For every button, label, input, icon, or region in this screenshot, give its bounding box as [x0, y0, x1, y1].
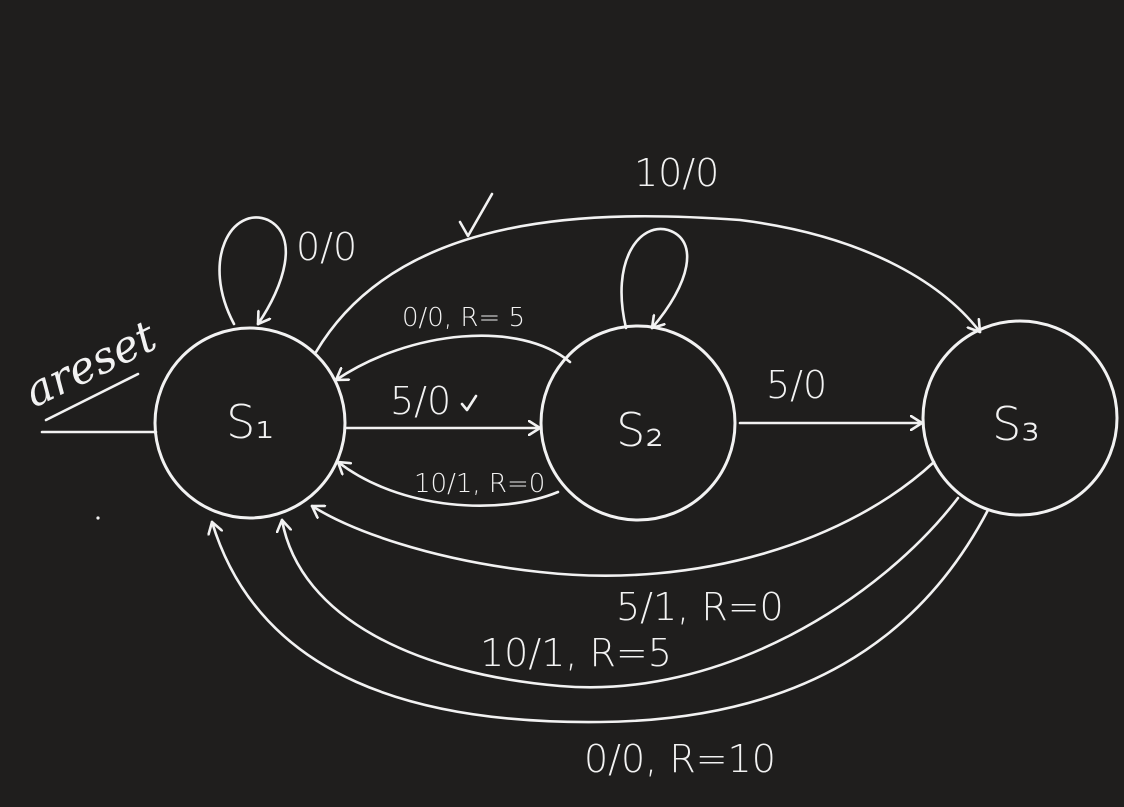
reset-label: areset — [16, 311, 164, 418]
transition-label: 0/0, R= 5 — [402, 303, 525, 333]
transition-s2-s3: 5/0 — [738, 363, 924, 423]
transition-s2-s1-top: 0/0, R= 5 — [334, 303, 572, 382]
state-s2: S₂ — [539, 324, 737, 522]
transition-label: 0/0 — [296, 225, 357, 269]
state-label: S₃ — [992, 397, 1040, 451]
transition-s1-s2: 5/0 — [344, 379, 542, 428]
transition-label: 0/0, R=10 — [584, 737, 776, 781]
state-circle — [153, 326, 347, 520]
transition-label: 10/1, R=0 — [414, 469, 545, 499]
transition-s1-s3: 10/0 — [314, 151, 982, 354]
transition-s3-s1-c: 0/0, R=10 — [212, 508, 990, 781]
transition-s3-s1-a: 5/1, R=0 — [310, 460, 936, 629]
transition-path — [218, 216, 288, 326]
transition-path — [334, 334, 572, 382]
state-s1: S₁ — [153, 326, 347, 520]
transition-path — [314, 214, 982, 354]
state-label: S₂ — [616, 403, 664, 457]
transition-s3-s1-b: 10/1, R=5 — [282, 496, 960, 689]
reset-underline — [44, 372, 140, 422]
check-mark — [460, 394, 478, 412]
transition-s2-self — [620, 227, 689, 330]
check-mark — [458, 192, 494, 238]
transition-path — [310, 460, 936, 577]
transition-path — [282, 496, 960, 689]
transition-label: 5/0 — [766, 363, 827, 407]
transition-path — [212, 508, 990, 724]
state-label: S₁ — [226, 395, 274, 449]
state-s3: S₃ — [921, 319, 1119, 517]
transition-s2-s1-bottom: 10/1, R=0 — [336, 460, 560, 508]
transition-label: 10/1, R=5 — [480, 631, 672, 675]
transition-label: 10/0 — [634, 151, 719, 195]
transition-path — [336, 460, 560, 508]
transition-label: 5/1, R=0 — [616, 585, 784, 629]
transition-s1-self: 0/0 — [218, 216, 357, 326]
stray-dot — [96, 516, 100, 520]
transition-label: 5/0 — [390, 379, 451, 423]
